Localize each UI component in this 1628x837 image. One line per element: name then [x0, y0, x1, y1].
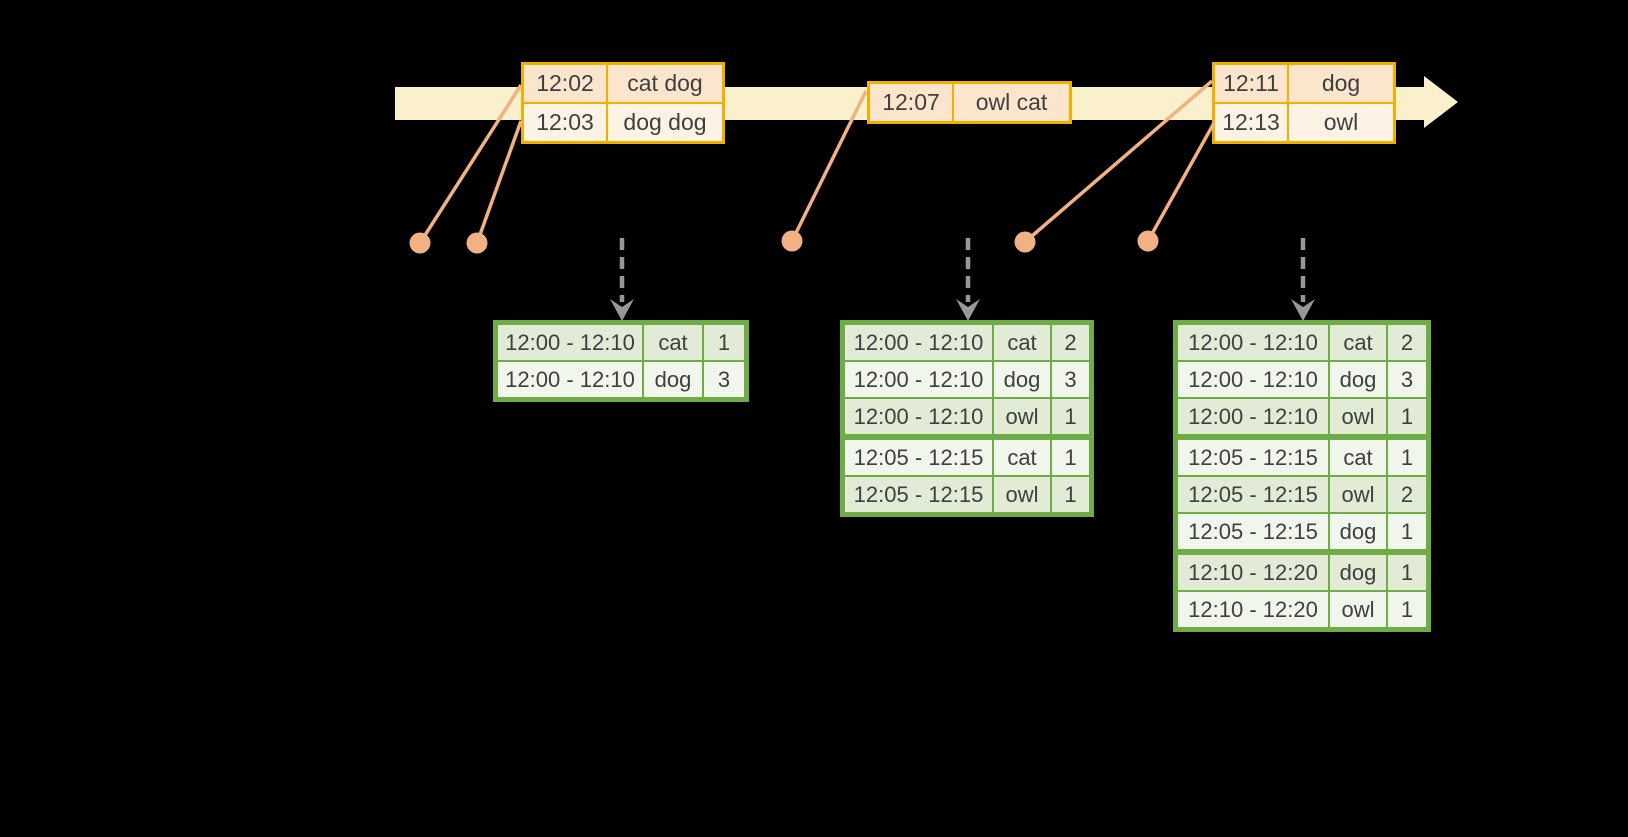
result-word-cell: cat — [1330, 325, 1386, 360]
result-word-cell: owl — [1330, 592, 1386, 627]
event-dot — [466, 232, 488, 254]
result-window-cell: 12:00 - 12:10 — [845, 362, 992, 397]
event-connector-line — [1023, 79, 1214, 244]
event-time-cell: 12:11 — [1215, 65, 1287, 102]
result-window-cell: 12:05 - 12:15 — [845, 477, 992, 512]
result-count-cell: 3 — [1052, 362, 1089, 397]
result-word-cell: dog — [994, 362, 1050, 397]
trigger-arrowhead-icon — [610, 299, 634, 321]
result-count-cell: 1 — [1052, 440, 1089, 475]
result-count-cell: 1 — [1388, 555, 1426, 590]
result-window-cell: 12:10 - 12:20 — [1178, 555, 1328, 590]
event-dot — [1014, 231, 1036, 253]
event-words-cell: cat dog — [608, 65, 722, 102]
timeline-band — [395, 87, 1424, 120]
result-window-cell: 12:05 - 12:15 — [845, 440, 992, 475]
result-window-cell: 12:00 - 12:10 — [498, 362, 642, 397]
event-time-cell: 12:13 — [1215, 104, 1287, 141]
result-window-cell: 12:00 - 12:10 — [1178, 325, 1328, 360]
result-count-cell: 1 — [704, 325, 744, 360]
result-window-cell: 12:00 - 12:10 — [845, 399, 992, 434]
result-word-cell: owl — [1330, 477, 1386, 512]
event-words-cell: dog — [1289, 65, 1393, 102]
event-time-cell: 12:07 — [870, 84, 952, 121]
event-dot — [781, 230, 803, 252]
event-words-cell: owl — [1289, 104, 1393, 141]
result-word-cell: owl — [994, 477, 1050, 512]
trigger-arrowhead-icon — [1291, 299, 1315, 321]
result-word-cell: owl — [994, 399, 1050, 434]
result-count-cell: 1 — [1052, 399, 1089, 434]
result-window-cell: 12:05 - 12:15 — [1178, 477, 1328, 512]
result-count-cell: 1 — [1388, 399, 1426, 434]
result-count-cell: 2 — [1052, 325, 1089, 360]
event-dot — [1137, 230, 1159, 252]
event-words-cell: owl cat — [954, 84, 1069, 121]
result-word-cell: dog — [1330, 362, 1386, 397]
event-time-cell: 12:03 — [524, 104, 606, 141]
result-word-cell: cat — [1330, 440, 1386, 475]
result-window-cell: 12:00 - 12:10 — [845, 325, 992, 360]
result-word-cell: dog — [1330, 514, 1386, 549]
result-window-cell: 12:00 - 12:10 — [1178, 362, 1328, 397]
result-word-cell: cat — [994, 440, 1050, 475]
result-word-cell: cat — [994, 325, 1050, 360]
event-time-cell: 12:02 — [524, 65, 606, 102]
event-connector-line — [1146, 122, 1216, 242]
result-count-cell: 1 — [1388, 514, 1426, 549]
event-connector-line — [475, 120, 523, 244]
timeline-arrowhead-icon — [1424, 76, 1458, 128]
result-count-cell: 2 — [1388, 325, 1426, 360]
event-words-cell: dog dog — [608, 104, 722, 141]
result-word-cell: owl — [1330, 399, 1386, 434]
result-window-cell: 12:05 - 12:15 — [1178, 514, 1328, 549]
event-connector-line — [418, 84, 523, 244]
result-count-cell: 1 — [1388, 592, 1426, 627]
event-dot — [409, 232, 431, 254]
result-window-cell: 12:00 - 12:10 — [1178, 399, 1328, 434]
result-count-cell: 3 — [1388, 362, 1426, 397]
result-window-cell: 12:10 - 12:20 — [1178, 592, 1328, 627]
result-window-cell: 12:00 - 12:10 — [498, 325, 642, 360]
event-connector-line — [790, 90, 868, 242]
result-count-cell: 1 — [1052, 477, 1089, 512]
result-word-cell: dog — [644, 362, 702, 397]
result-count-cell: 3 — [704, 362, 744, 397]
result-count-cell: 2 — [1388, 477, 1426, 512]
result-word-cell: dog — [1330, 555, 1386, 590]
result-window-cell: 12:05 - 12:15 — [1178, 440, 1328, 475]
trigger-arrowhead-icon — [956, 299, 980, 321]
result-count-cell: 1 — [1388, 440, 1426, 475]
result-word-cell: cat — [644, 325, 702, 360]
